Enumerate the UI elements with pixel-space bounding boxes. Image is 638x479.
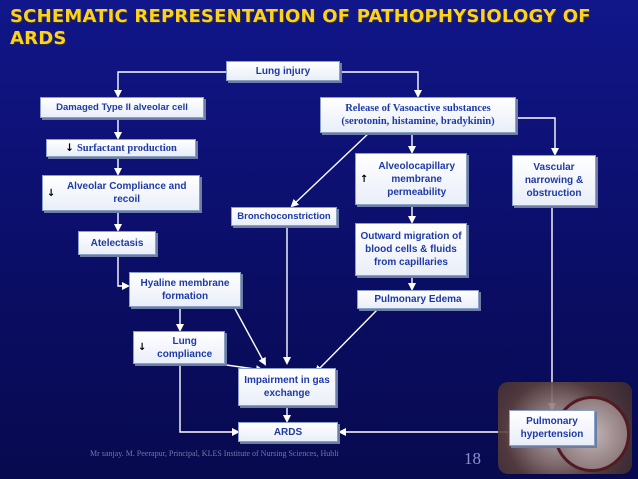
node-outward-migration: Outward migration of blood cells & fluid… (355, 223, 467, 276)
up-arrow-icon: ↑ (360, 173, 369, 185)
node-pulmonary-edema: Pulmonary Edema (357, 290, 479, 309)
node-bronchoconstriction: Bronchoconstriction (231, 207, 337, 226)
node-vascular-narrowing: Vascular narrowing & obstruction (512, 155, 596, 206)
node-impairment-gas: Impairment in gas exchange (238, 368, 336, 406)
node-lung-compliance: ↓Lung compliance (133, 331, 225, 364)
node-alveolar-compliance: ↓Alveolar Compliance and recoil (42, 175, 200, 211)
down-arrow-icon: ↓ (47, 187, 56, 199)
edge-injury-release (340, 71, 422, 98)
slide-footer: Mr sanjay. M. Peerapur, Principal, KLES … (90, 449, 339, 458)
edge-release-vascular (516, 117, 559, 156)
page-number: 18 (464, 449, 481, 468)
edge-lungcompliance-ards (179, 362, 240, 436)
edge-edema-impairment (314, 308, 379, 374)
down-arrow-icon: ↓ (138, 342, 147, 353)
node-pulmonary-hypertension: Pulmonary hypertension (509, 410, 595, 446)
node-release-vasoactive: Release of Vasoactive substances (seroto… (320, 97, 516, 133)
edge-injury-damaged (114, 71, 226, 98)
node-ards: ARDS (238, 422, 338, 442)
node-alveolocapillary: ↑Alveolocapillary membrane permeability (355, 153, 467, 205)
node-atelectasis: Atelectasis (78, 231, 156, 255)
node-lung-injury: Lung injury (226, 61, 340, 81)
edge-release-broncho (290, 131, 371, 208)
node-hyaline-membrane: Hyaline membrane formation (129, 272, 241, 307)
edge-hyaline-impairment (227, 295, 266, 366)
node-damaged-type2: Damaged Type II alveolar cell (40, 97, 204, 118)
node-surfactant: ↓Surfactant production (46, 139, 196, 157)
slide-title: SCHEMATIC REPRESENTATION OF PATHOPHYSIOL… (10, 6, 591, 49)
down-arrow-icon: ↓ (65, 141, 74, 154)
edge-atelectasis-hyaline (117, 255, 130, 290)
